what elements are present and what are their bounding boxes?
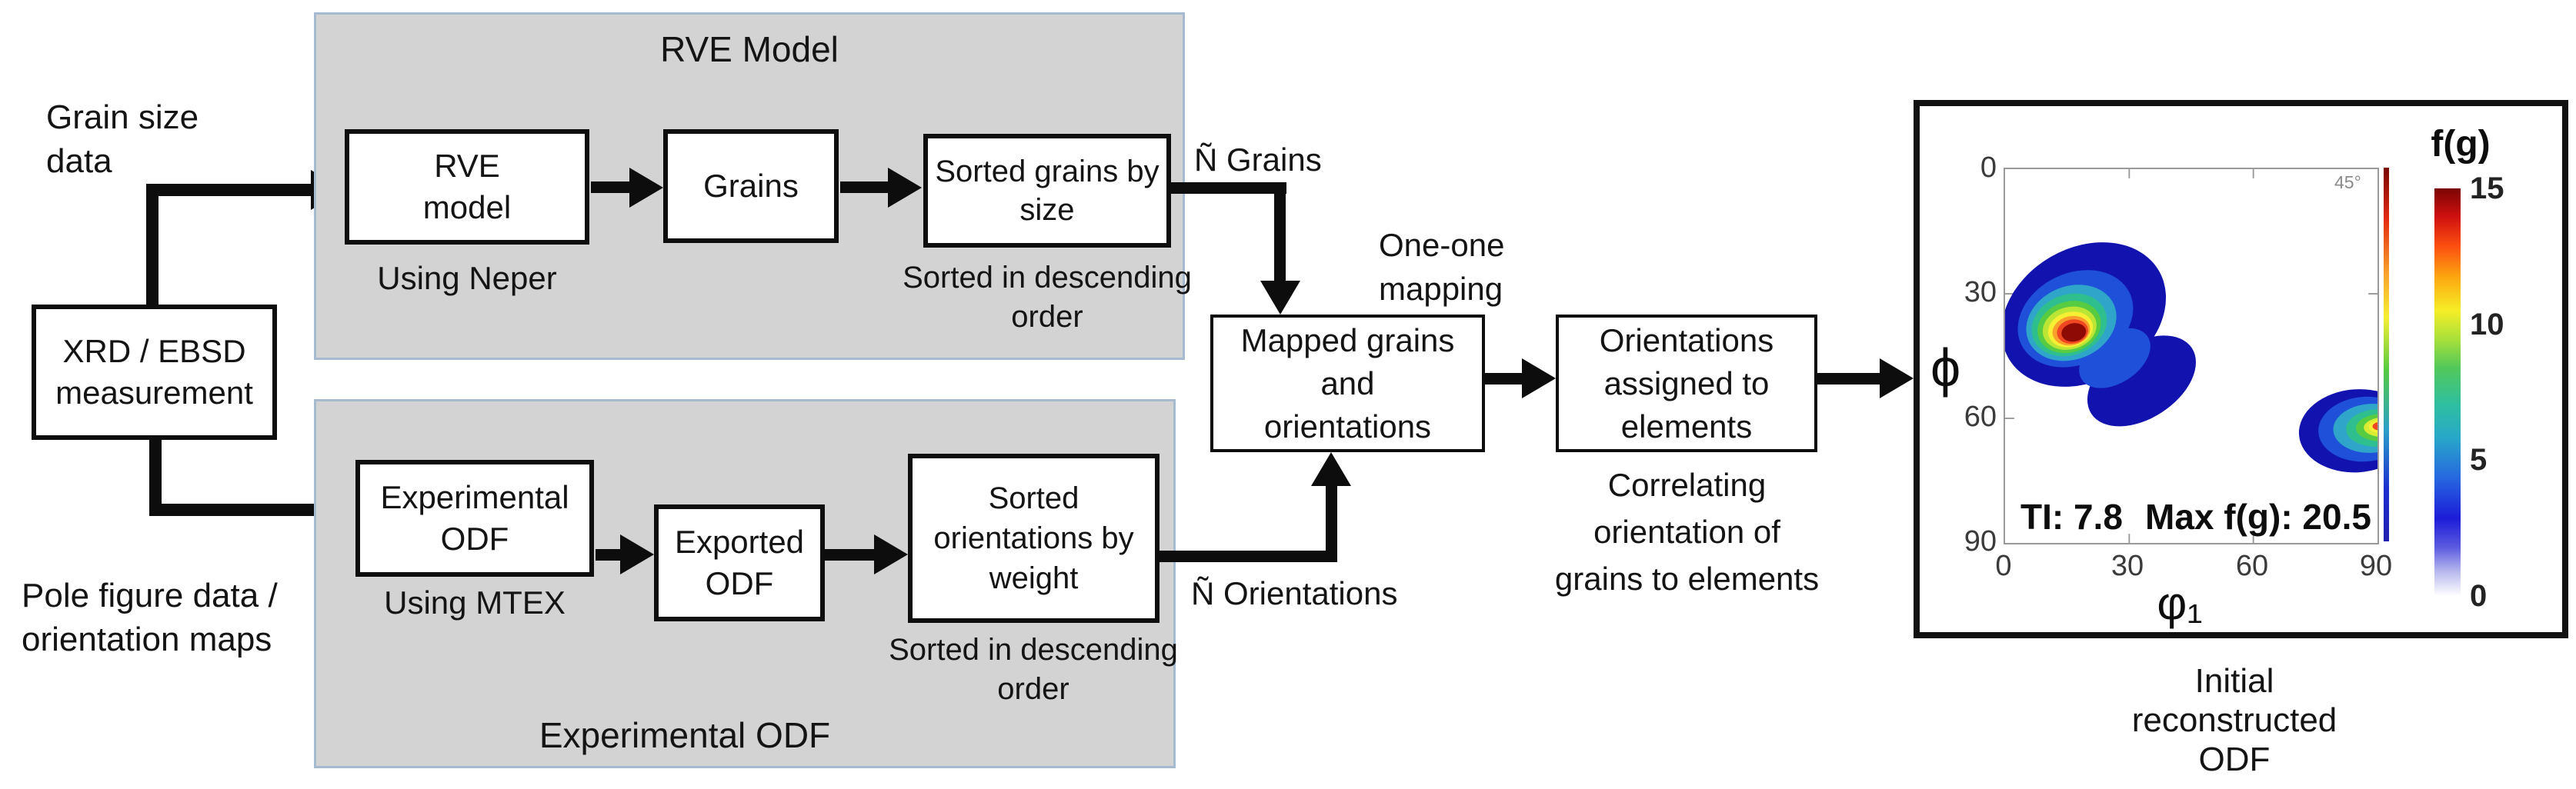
grains-box: Grains xyxy=(663,129,839,243)
arrow-into-odf-plot xyxy=(1817,373,1881,385)
arrowhead-into-exported-odf xyxy=(620,534,654,574)
xrd-ebsd-measurement-box: XRD / EBSD measurement xyxy=(32,305,277,440)
experimental-odf-panel-title: Experimental ODF xyxy=(539,715,831,755)
sorted-orientations-caption: Sorted in descending order xyxy=(889,633,1178,706)
y-tick-0: 0 xyxy=(1980,151,1997,184)
y-tick-60: 60 xyxy=(1964,401,1997,433)
arrow-grains-to-sorted xyxy=(840,181,889,193)
mapped-grains-box: Mapped grains and orientations xyxy=(1210,315,1485,452)
phi1-axis-label: φ₁ xyxy=(2157,578,2203,629)
odf-plot-caption: Initial reconstructed ODF xyxy=(2131,662,2337,778)
colorbar-tick-5: 5 xyxy=(2470,443,2488,477)
n-orientations-label: Ñ Orientations xyxy=(1191,575,1398,611)
colorbar-tick-0: 0 xyxy=(2470,579,2488,613)
using-mtex-caption: Using MTEX xyxy=(384,584,566,621)
contour-ring xyxy=(2346,409,2377,447)
rve-panel-title: RVE Model xyxy=(660,29,839,69)
colorbar xyxy=(2434,188,2461,596)
arrowhead-into-odf-plot xyxy=(1880,358,1914,398)
section-45-label: 45° xyxy=(2334,172,2361,192)
grain-size-label: Grain size data xyxy=(46,98,199,180)
sorted-orientations-box: Sorted orientations by weight xyxy=(908,454,1160,623)
colorbar-title: f(g) xyxy=(2431,124,2491,165)
odf-plot-panel: TI: 7.8 Max f(g): 20.5 45° 0 30 60 90 0 … xyxy=(1914,100,2568,638)
x-tick-30: 30 xyxy=(2111,550,2144,582)
colorbar-tick-10: 10 xyxy=(2470,308,2504,341)
exported-odf-box: Exported ODF xyxy=(654,504,825,621)
connector-xrd-to-rve-horizontal xyxy=(146,184,312,196)
arrowhead-into-sorted-orientations xyxy=(874,534,908,574)
x-tick-90: 90 xyxy=(2359,550,2393,582)
connector-xrd-to-odf-vertical xyxy=(149,438,162,516)
sorted-grains-box: Sorted grains by size xyxy=(923,134,1171,248)
odf-axes: TI: 7.8 Max f(g): 20.5 45° xyxy=(2004,168,2379,544)
connector-ngrains-vertical xyxy=(1274,182,1286,283)
connector-xrd-to-odf-horizontal xyxy=(149,504,323,516)
odf-contours xyxy=(2005,169,2377,543)
connector-norientations-horizontal xyxy=(1160,551,1337,562)
arrowhead-into-mapped-bottom xyxy=(1311,452,1351,486)
rve-model-box: RVE model xyxy=(345,129,589,245)
y-tick-30: 30 xyxy=(1964,276,1997,308)
arrow-expodf-to-exported xyxy=(596,549,625,561)
phi-axis-label: ϕ xyxy=(1930,338,1961,398)
contour-ring xyxy=(2356,414,2377,441)
experimental-odf-box: Experimental ODF xyxy=(355,460,594,577)
arrowhead-into-grains xyxy=(629,168,663,208)
connector-norientations-vertical xyxy=(1326,483,1337,562)
colorbar-tick-15: 15 xyxy=(2470,171,2504,205)
arrow-mapped-to-orientations xyxy=(1485,373,1525,385)
mini-colorbar-strip xyxy=(2384,168,2389,541)
y-tick-90: 90 xyxy=(1964,525,1997,558)
n-grains-label: Ñ Grains xyxy=(1194,141,1322,178)
arrowhead-into-sorted-grains xyxy=(888,168,922,208)
correlating-caption: Correlating orientation of grains to ele… xyxy=(1554,467,1820,597)
sorted-grains-caption: Sorted in descending order xyxy=(903,261,1192,334)
using-neper-caption: Using Neper xyxy=(377,260,557,296)
orientations-assigned-box: Orientations assigned to elements xyxy=(1556,315,1817,452)
texture-index-stat: TI: 7.8 xyxy=(2020,497,2123,537)
x-tick-0: 0 xyxy=(1995,550,2012,582)
one-one-mapping-label: One-one mapping xyxy=(1379,227,1505,307)
arrow-rve-to-grains xyxy=(591,181,634,193)
pole-figure-label: Pole figure data / orientation maps xyxy=(22,577,278,658)
contour-ring xyxy=(2372,422,2377,431)
x-tick-60: 60 xyxy=(2235,550,2269,582)
connector-ngrains-horizontal xyxy=(1171,182,1286,194)
connector-xrd-to-rve-vertical xyxy=(146,184,158,306)
max-fg-stat: Max f(g): 20.5 xyxy=(2145,497,2371,537)
contour-ring xyxy=(2061,323,2087,342)
arrowhead-into-orientations-box xyxy=(1522,358,1556,398)
arrow-exported-to-sorted xyxy=(825,549,876,561)
arrowhead-into-mapped-top xyxy=(1260,281,1300,315)
